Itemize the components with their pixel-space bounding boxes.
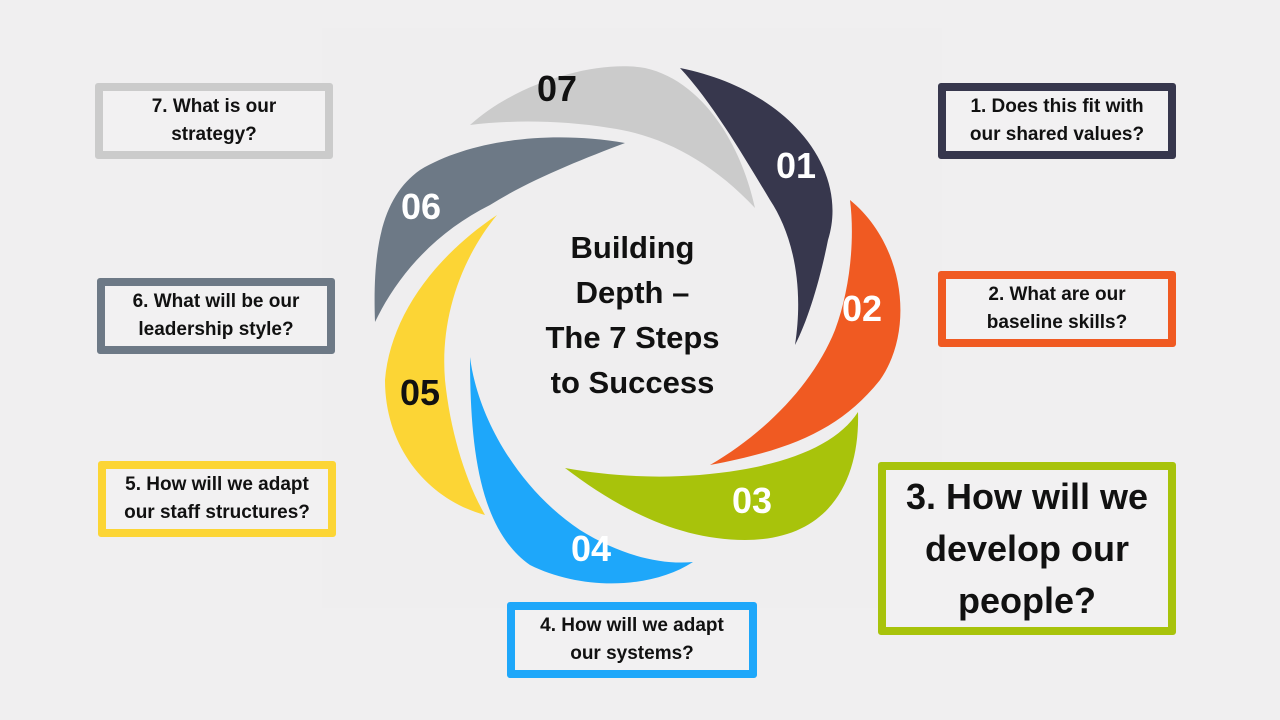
step-4-question: 4. How will we adapt our systems? — [540, 615, 724, 664]
petal-step-4 — [470, 357, 693, 584]
step-3-question-box: 3. How will we develop our people? — [878, 462, 1176, 635]
step-6-question-box: 6. What will be our leadership style? — [97, 278, 335, 354]
title-line: The 7 Steps — [545, 320, 720, 355]
title-line: Building — [570, 230, 695, 265]
title-line: Depth – — [575, 275, 690, 310]
step-6-question: 6. What will be our leadership style? — [132, 291, 300, 340]
petal-step-5 — [385, 215, 497, 515]
step-3-question: 3. How will we develop our people? — [905, 475, 1149, 621]
step-number-6: 06 — [401, 186, 441, 227]
step-1-question: 1. Does this fit with our shared values? — [969, 96, 1145, 145]
step-2-question: 2. What are our baseline skills? — [986, 284, 1128, 333]
step-2-question-box: 2. What are our baseline skills? — [938, 271, 1176, 347]
center-title: Building Depth – The 7 Steps to Success — [520, 225, 745, 405]
step-7-question: 7. What is our strategy? — [151, 96, 277, 145]
step-5-question-box: 5. How will we adapt our staff structure… — [98, 461, 336, 537]
step-5-question: 5. How will we adapt our staff structure… — [124, 474, 310, 523]
petal-step-2 — [710, 200, 901, 465]
step-4-question-box: 4. How will we adapt our systems? — [507, 602, 757, 678]
step-7-question-box: 7. What is our strategy? — [95, 83, 333, 159]
petal-step-3 — [565, 412, 859, 540]
step-number-1: 01 — [776, 145, 816, 186]
step-number-3: 03 — [732, 480, 772, 521]
step-1-question-box: 1. Does this fit with our shared values? — [938, 83, 1176, 159]
title-line: to Success — [550, 365, 715, 400]
petal-step-1 — [680, 68, 833, 345]
step-number-7: 07 — [537, 68, 577, 109]
step-number-5: 05 — [400, 372, 440, 413]
petal-step-6 — [374, 137, 625, 322]
step-number-2: 02 — [842, 288, 882, 329]
petal-step-7 — [470, 66, 755, 209]
step-number-4: 04 — [571, 528, 611, 569]
